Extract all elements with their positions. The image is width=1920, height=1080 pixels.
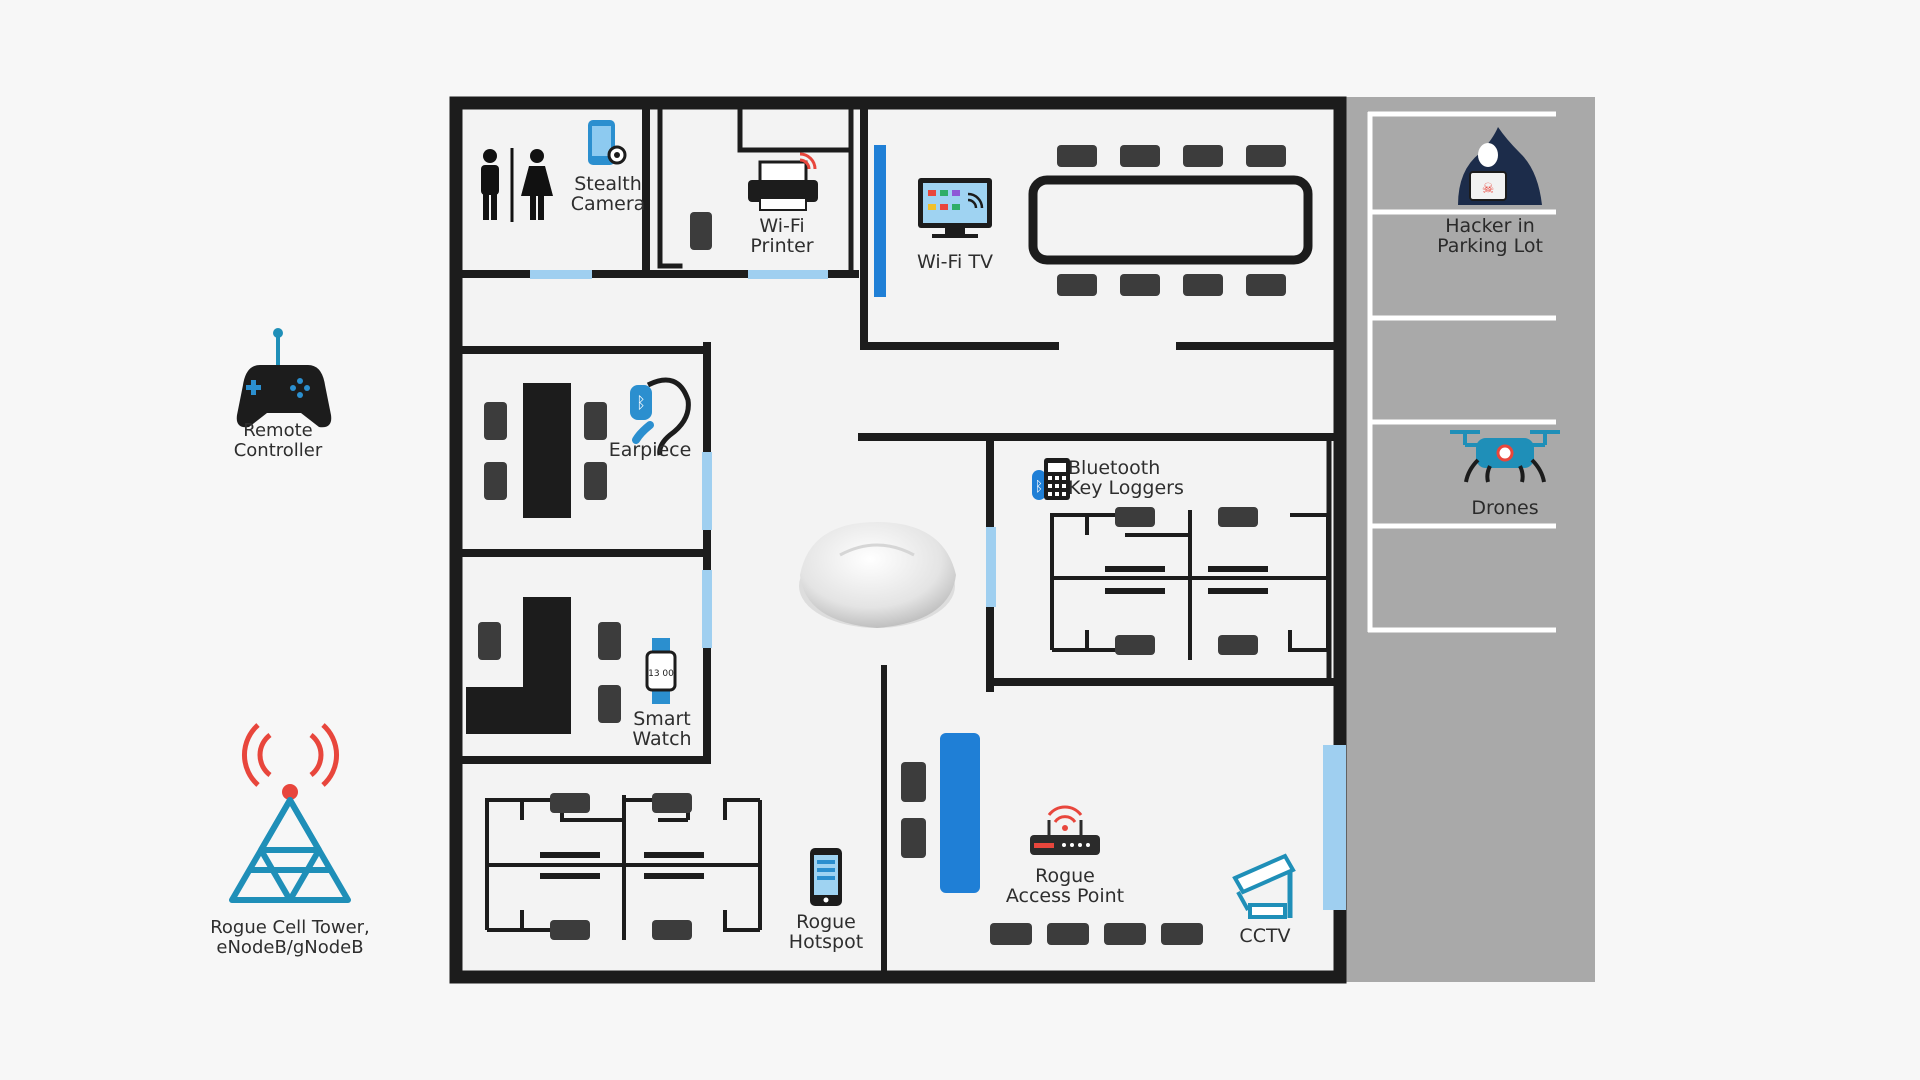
- svg-text:☠: ☠: [1482, 181, 1495, 197]
- restroom-icon: [481, 148, 553, 222]
- rogue-access-point-label: Rogue Access Point: [1005, 865, 1125, 907]
- rogue-cell-tower-label: Rogue Cell Tower, eNodeB/gNodeB: [210, 917, 370, 958]
- rogue-hotspot-label: Rogue Hotspot: [788, 911, 864, 953]
- parking-lines: [1367, 111, 1556, 633]
- office-2-furniture: [466, 597, 621, 734]
- drones-label: Drones: [1471, 497, 1539, 519]
- stealth-camera-label: Stealth Camera: [570, 173, 646, 215]
- workstations-bottom-left: [485, 793, 762, 940]
- office-1-furniture: [484, 383, 607, 518]
- earpiece-icon: ᛒ: [630, 377, 691, 456]
- wifi-printer-icon: [748, 152, 818, 211]
- remote-controller-label: Remote Controller: [233, 420, 323, 461]
- hacker-icon: ☠: [1458, 127, 1542, 205]
- wifi-printer-label: Wi-Fi Printer: [750, 215, 814, 257]
- conference-chairs: [1057, 145, 1286, 296]
- workstations-mid-right: [1050, 507, 1330, 660]
- stealth-camera-icon: [588, 120, 627, 165]
- wifi-tv-label: Wi-Fi TV: [917, 251, 993, 273]
- building-walls: [449, 96, 1347, 984]
- rogue-hotspot-phone-icon: [810, 848, 842, 906]
- svg-text:ᛒ: ᛒ: [636, 393, 646, 412]
- wireless-access-point-icon: [799, 522, 956, 628]
- bluetooth-key-logger-icon: ᛒ: [1032, 458, 1070, 500]
- drone-icon: [1450, 430, 1560, 483]
- hacker-in-parking-lot-label: Hacker in Parking Lot: [1437, 215, 1543, 257]
- parking-lot: [1345, 97, 1595, 982]
- smart-watch-icon: 13 00: [645, 638, 677, 704]
- svg-text:ᛒ: ᛒ: [1035, 479, 1043, 495]
- windows: [530, 270, 1346, 910]
- cctv-icon: [1232, 853, 1296, 919]
- wifi-tv-icon: [918, 178, 992, 238]
- cell-tower-icon: [229, 723, 351, 903]
- cctv-label: CCTV: [1239, 925, 1291, 947]
- printer-room-seat: [690, 212, 712, 250]
- earpiece-label: Earpiece: [608, 439, 692, 461]
- remote-controller-icon: [236, 328, 332, 428]
- smart-watch-label: Smart Watch: [632, 708, 692, 750]
- bluetooth-key-loggers-label: Bluetooth Key Loggers: [1068, 457, 1184, 499]
- bottom-room-seats: [901, 762, 1203, 945]
- rogue-access-point-icon: [1030, 805, 1100, 855]
- blue-bench: [940, 733, 980, 893]
- conference-table: [1028, 175, 1313, 265]
- smart-watch-time: 13 00: [648, 669, 674, 679]
- tv-wall-stripe: [874, 145, 886, 297]
